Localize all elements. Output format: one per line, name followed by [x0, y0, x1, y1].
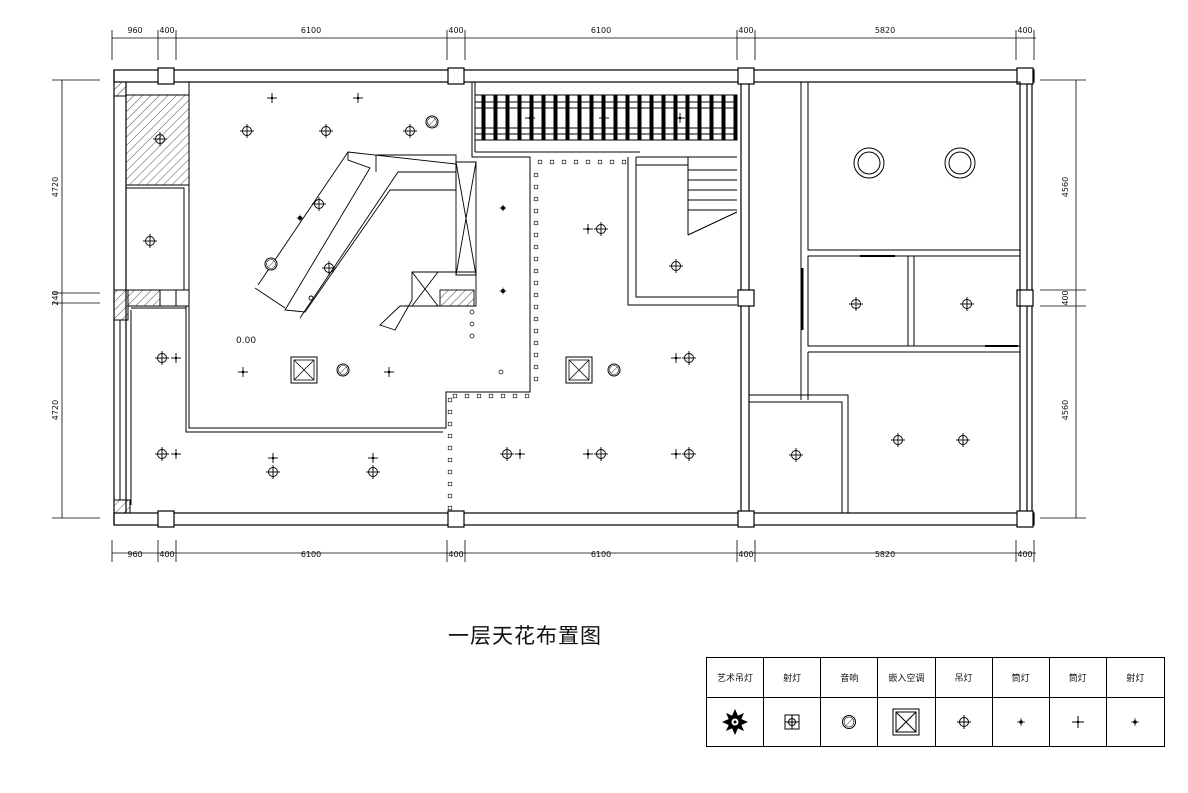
- drawing-title: 一层天花布置图: [448, 624, 602, 648]
- legend-header-5: 筒灯: [992, 658, 1050, 698]
- cross-light-icon: [1050, 698, 1107, 746]
- floor-level-label: 0.00: [236, 336, 256, 346]
- dim-bottom-2: 6100: [301, 550, 321, 559]
- embedded-ac-icon: [878, 698, 936, 746]
- dim-top-7: 400: [1017, 26, 1032, 35]
- dimension-labels-bottom: 960 400 6100 400 6100 400 5820 400: [127, 550, 1032, 559]
- downlight-icon: [936, 698, 993, 746]
- dim-bottom-6: 5820: [875, 550, 895, 559]
- small-marks: [469, 309, 504, 375]
- dim-top-1: 400: [159, 26, 174, 35]
- legend-header-3: 嵌入空调: [878, 658, 936, 698]
- speaker-icon: [821, 698, 879, 746]
- dim-bottom-5: 400: [738, 550, 753, 559]
- art-chandelier-icon: [707, 698, 765, 746]
- dim-bottom-7: 400: [1017, 550, 1032, 559]
- dim-top-2: 6100: [301, 26, 321, 35]
- dim-right-2: 4560: [1061, 400, 1070, 420]
- dim-bottom-4: 6100: [591, 550, 611, 559]
- dim-left-2: 4720: [51, 400, 60, 420]
- embedded-ac-units: [290, 356, 593, 384]
- dim-top-5: 400: [738, 26, 753, 35]
- legend-header-6: 筒灯: [1049, 658, 1107, 698]
- dim-top-4: 6100: [591, 26, 611, 35]
- downlights: [142, 123, 975, 480]
- dimension-labels-left: 4720 240 4720: [51, 177, 60, 420]
- dim-bottom-3: 400: [448, 550, 463, 559]
- reception-counter: [254, 151, 477, 331]
- corridor-slats: [481, 94, 738, 141]
- dimension-labels-right: 4560 400 4560: [1061, 177, 1070, 420]
- legend-header-2: 音响: [821, 658, 879, 698]
- dot-lights: [296, 204, 507, 295]
- dim-top-3: 400: [448, 26, 463, 35]
- dim-top-0: 960: [127, 26, 142, 35]
- dimension-labels-top: 960 400 6100 400 6100 400 5820 400: [127, 26, 1032, 35]
- dim-bottom-1: 400: [159, 550, 174, 559]
- legend-header-0: 艺术吊灯: [707, 658, 765, 698]
- legend-header-1: 射灯: [764, 658, 822, 698]
- legend-header-4: 吊灯: [935, 658, 993, 698]
- dim-right-0: 4560: [1061, 177, 1070, 197]
- stair-area: [627, 156, 738, 306]
- right-rooms: [749, 81, 1021, 513]
- small-cross-icon: [993, 698, 1050, 746]
- dimension-lines: [52, 30, 1086, 562]
- star-light-icon: [1107, 698, 1164, 746]
- square-spotlight-icon: [764, 698, 822, 746]
- legend-table: 艺术吊灯 射灯 音响 嵌入空调 吊灯 筒灯 筒灯 射灯: [706, 657, 1165, 747]
- dim-left-1: 240: [51, 290, 60, 305]
- dim-left-0: 4720: [51, 177, 60, 197]
- cross-lights: [170, 92, 686, 464]
- ceiling-bead-lines: [447, 159, 627, 511]
- dim-top-6: 5820: [875, 26, 895, 35]
- left-wing: [113, 81, 190, 514]
- columns: [157, 67, 1034, 528]
- legend-header-7: 射灯: [1106, 658, 1164, 698]
- dim-right-1: 400: [1061, 290, 1070, 305]
- dim-bottom-0: 960: [127, 550, 142, 559]
- outer-walls: [113, 69, 1035, 526]
